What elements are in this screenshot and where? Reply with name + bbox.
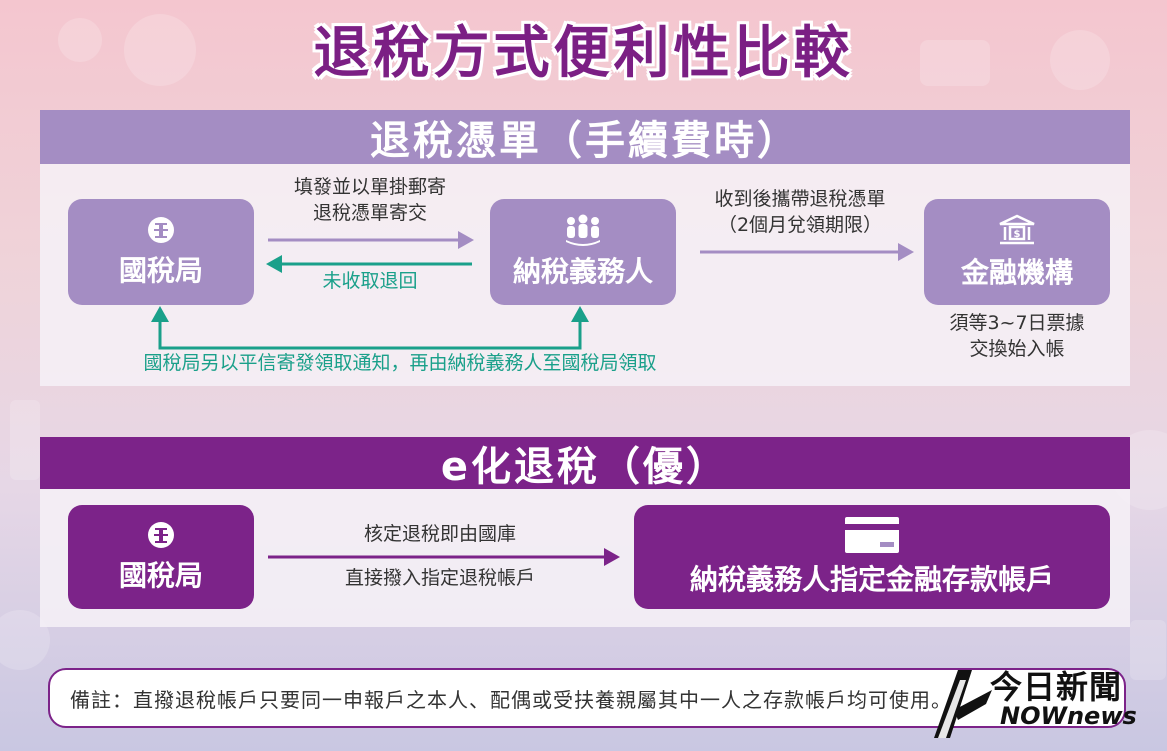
- bank-clearing-note-line1: 須等3~7日票據: [949, 312, 1085, 334]
- tax-bureau-node-e: 國稅局: [68, 505, 254, 609]
- taxpayer-node: 納稅義務人: [490, 199, 676, 305]
- section2-arrow: [268, 548, 620, 566]
- direct-deposit-arrow-head: [604, 548, 620, 566]
- forward-arrow-text-line1: 填發並以單掛郵寄: [293, 176, 446, 198]
- forward-arrow-text: 填發並以單掛郵寄 退稅憑單寄交: [260, 174, 480, 226]
- svg-text:$: $: [1014, 229, 1021, 240]
- e-refund-panel: e化退稅（優） 國稅局 核定退稅即由國庫 直接撥入指定退稅帳戶 納稅義務人指定金…: [40, 437, 1130, 627]
- bank-clearing-note-line2: 交換始入帳: [969, 338, 1065, 360]
- section1-arrows: [151, 231, 914, 350]
- notice-text: 國稅局另以平信寄發領取通知，再由納稅義務人至國稅局領取: [143, 352, 657, 374]
- tax-bureau-node: 國稅局: [68, 199, 254, 305]
- account-card-icon: [845, 517, 899, 553]
- bank-clearing-note: 須等3~7日票據 交換始入帳: [924, 310, 1110, 362]
- tax-bureau-emblem-icon: [148, 217, 174, 243]
- designated-account-label: 納稅義務人指定金融存款帳戶: [689, 563, 1054, 596]
- notice-arrow-head-left: [151, 306, 169, 322]
- designated-account-node: 納稅義務人指定金融存款帳戶: [634, 505, 1110, 609]
- logo-mark-icon: [934, 670, 992, 738]
- forward-arrow-head: [458, 231, 474, 249]
- people-group-icon: [566, 214, 600, 246]
- financial-institution-node: $ 金融機構: [924, 199, 1110, 305]
- bank-arrow-text: 收到後攜帶退稅憑單 （2個月兌領期限）: [680, 186, 920, 238]
- section2-header: e化退稅（優）: [40, 437, 1130, 490]
- bank-arrow-text-line1: 收到後攜帶退稅憑單: [714, 188, 886, 210]
- bank-arrow-text-line2: （2個月兌領期限）: [717, 214, 883, 236]
- taxpayer-label: 納稅義務人: [512, 255, 653, 288]
- direct-deposit-text-bottom: 直接撥入指定退稅帳戶: [344, 567, 535, 589]
- direct-deposit-text-top: 核定退稅即由國庫: [363, 523, 516, 545]
- bank-icon: $: [999, 214, 1035, 245]
- tax-bureau-label: 國稅局: [118, 254, 203, 287]
- footnote: 備註：直撥退稅帳戶只要同一申報戶之本人、配偶或受扶養親屬其中一人之存款帳戶均可使…: [48, 668, 1126, 728]
- logo-chinese-text: 今日新聞: [990, 668, 1123, 706]
- notice-arrow-head-right: [571, 306, 589, 322]
- return-arrow-head: [266, 255, 282, 273]
- forward-arrow-text-line2: 退稅憑單寄交: [312, 202, 427, 224]
- paper-refund-panel: 退稅憑單（手續費時） 國稅局 納稅義務人: [40, 110, 1130, 386]
- tax-bureau-emblem-icon: [148, 522, 174, 548]
- page-title: 退稅方式便利性比較: [313, 21, 854, 86]
- return-arrow-text: 未收取退回: [322, 270, 418, 292]
- logo-english-text: NOWnews: [1000, 702, 1137, 730]
- bank-arrow-head: [898, 243, 914, 261]
- tax-bureau-label-e: 國稅局: [118, 559, 203, 592]
- footnote-text: 備註：直撥退稅帳戶只要同一申報戶之本人、配偶或受扶養親屬其中一人之存款帳戶均可使…: [70, 687, 952, 712]
- section1-header: 退稅憑單（手續費時）: [40, 110, 1130, 164]
- notice-arrow-line: [158, 320, 582, 350]
- nownews-logo: 今日新聞 NOWnews: [928, 660, 1146, 742]
- financial-institution-label: 金融機構: [960, 256, 1073, 289]
